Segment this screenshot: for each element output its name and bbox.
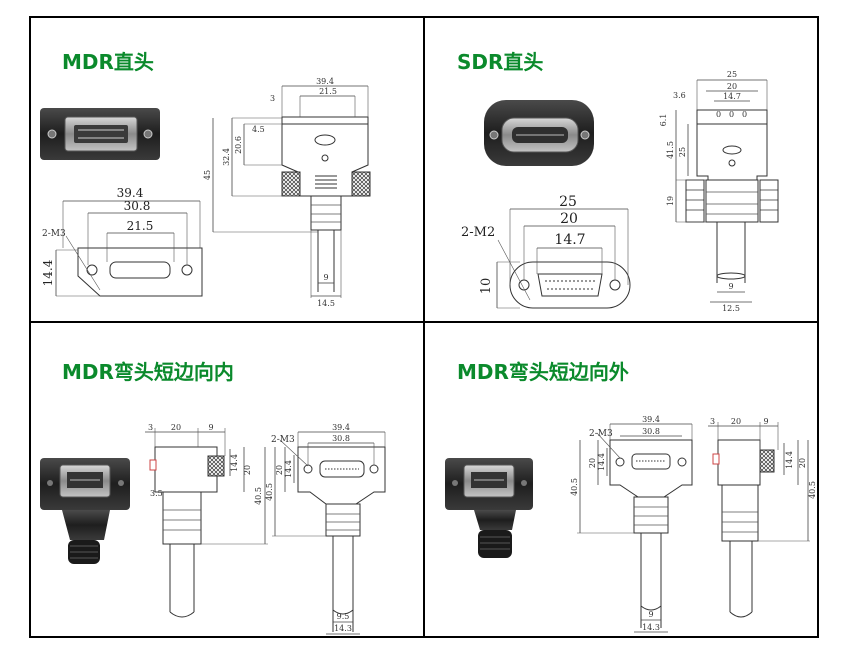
q4-title: MDR弯头短边向外 [457,360,629,384]
q2-pin-glyph-c: 0 [742,110,747,119]
q1-face-drawing: 39.4 30.8 21.5 14.4 2-M3 [41,186,203,297]
q3-dim-boot: 14.3 [334,624,352,633]
q3-dim-face-h2: 14.4 [284,460,293,478]
q2-dim-face-total: 25 [559,194,577,210]
q4-dim-side-14-4: 14.4 [785,451,794,469]
q1-side-drawing: 39.4 21.5 3 4.5 20.6 32.4 45 9 14.5 [203,77,371,308]
q4-dim-top-20: 20 [731,417,741,426]
q4-dim-face-pitch: 30.8 [642,427,660,436]
q1-dim-cable: 9 [323,273,328,282]
q1-dim-face-total: 39.4 [117,186,144,200]
q4-screw-label: 2-M3 [589,429,613,439]
q4-face-drawing: 39.4 30.8 20 14.4 40.5 9 14.3 2-M3 [570,415,693,633]
q3-dim-top-3: 3 [148,423,153,432]
q1-dim-boot: 14.5 [317,299,335,308]
q2-dim-face-pitch: 20 [560,211,578,227]
q3-dim-cable: 9.5 [337,612,350,621]
q2-dim-mid: 20 [727,82,737,91]
q2-dim-h3: 19 [666,196,675,206]
q3-dim-top-20: 20 [171,423,181,432]
q2-dim-face-h: 10 [479,278,494,295]
q4-dim-cable: 9 [648,610,653,619]
q3-dim-side-3-5: 3.5 [150,489,163,498]
q1-mdr-straight: 39.4 30.8 21.5 14.4 2-M3 [40,77,371,308]
q3-connector-photo [40,458,130,564]
q2-screw-label: 2-M2 [461,225,495,240]
q4-side-drawing: 3 20 9 14.4 20 40.5 [708,417,817,618]
q4-connector-photo [445,458,533,558]
q1-dim-side-offset: 3 [270,94,275,103]
q3-dim-face-total: 39.4 [332,423,350,432]
q2-dim-inner: 14.7 [723,92,741,101]
q3-dim-face-h1: 20 [275,465,284,475]
grid-frame [29,16,819,638]
q4-dim-top-3: 3 [710,417,715,426]
q4-dim-side-40-5: 40.5 [808,481,817,499]
q3-dim-face-h3: 40.5 [265,483,274,501]
q4-dim-face-h1: 20 [588,458,597,468]
q2-sdr-straight: 25 20 14.7 10 2-M2 0 0 0 [461,70,779,313]
q2-dim-h1: 25 [678,147,687,157]
q2-dim-boot: 12.5 [722,304,740,313]
q1-screw-label: 2-M3 [42,229,66,239]
q1-dim-total-h: 45 [203,170,212,180]
q2-dim-small: 6.1 [659,114,668,127]
q3-dim-side-14-4: 14.4 [230,454,239,472]
q3-dim-side-40-5: 40.5 [254,487,263,505]
q3-dim-top-9: 9 [208,423,213,432]
q2-pin-glyph-b: 0 [729,110,734,119]
q2-title: SDR直头 [457,50,544,74]
q4-dim-face-total: 39.4 [642,415,660,424]
q1-dim-flange: 4.5 [252,125,265,134]
q4-dim-top-9: 9 [763,417,768,426]
q3-mdr-angle-in: 3 20 9 14.4 20 40.5 3.5 [40,423,386,635]
q2-connector-photo [484,100,594,166]
q2-pin-glyph-a: 0 [716,110,721,119]
q4-dim-face-h3: 40.5 [570,478,579,496]
q4-mdr-angle-out: 39.4 30.8 20 14.4 40.5 9 14.3 2-M3 3 20 [445,415,817,633]
q3-dim-face-pitch: 30.8 [332,434,350,443]
q2-dim-face-inner: 14.7 [554,232,585,248]
q3-dim-side-20: 20 [243,465,252,475]
q2-dim-overall: 25 [727,70,737,79]
q1-dim-face-h: 14.4 [41,259,55,286]
q1-connector-photo [40,108,160,160]
q1-dim-h1: 20.6 [234,136,243,154]
q2-dim-cable: 9 [728,282,733,291]
q4-dim-boot: 14.3 [642,623,660,632]
q1-dim-h2: 32.4 [222,148,231,166]
q4-dim-side-20: 20 [798,458,807,468]
q1-dim-overall: 39.4 [316,77,334,86]
q2-dim-side-offset: 3.6 [673,91,686,100]
q1-dim-inner: 21.5 [319,87,337,96]
q3-face-drawing: 39.4 30.8 20 14.4 40.5 9.5 14.3 2-M3 [265,423,386,635]
q4-dim-face-h2: 14.4 [597,453,606,471]
q1-title: MDR直头 [62,50,154,74]
q3-screw-label: 2-M3 [271,435,295,445]
q1-dim-face-inner: 21.5 [127,219,154,233]
q2-dim-h2: 41.5 [666,141,675,159]
q3-title: MDR弯头短边向内 [62,360,234,384]
q2-face-drawing: 25 20 14.7 10 2-M2 [461,194,631,309]
q1-dim-face-pitch: 30.8 [124,199,151,213]
q2-side-drawing: 0 0 0 25 20 [659,70,779,313]
q3-side-drawing: 3 20 9 14.4 20 40.5 3.5 [145,423,268,618]
